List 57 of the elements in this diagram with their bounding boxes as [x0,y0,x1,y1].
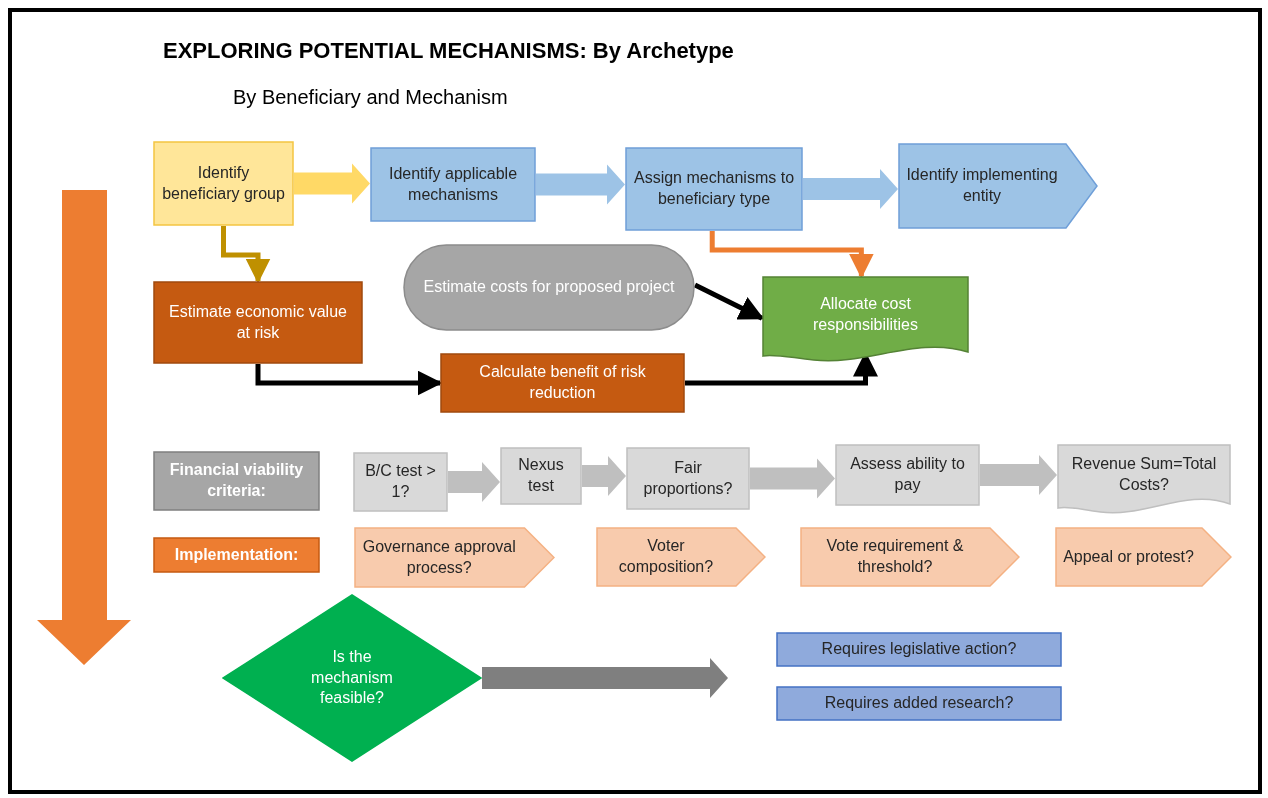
arrow [255,364,443,396]
process-box [776,632,1062,667]
node-label: Revenue Sum=Total Costs? [1070,454,1218,495]
process-box [370,147,536,222]
node-label: Assign mechanisms to beneficiary type [632,168,796,209]
node-label: Calculate benefit of risk reduction [478,362,647,403]
node-label: Identify beneficiary group [161,162,286,204]
decision-diamond [222,594,482,762]
process-box [153,537,320,573]
node-label: Implementation: [173,544,300,565]
process-arrow-shape [596,527,766,587]
node-label: Financial viability criteria: [168,460,305,501]
arrow [980,455,1057,495]
subtitle: By Beneficiary and Mechanism [233,86,508,109]
node-label: Is the mechanism feasible? [310,646,394,709]
process-arrow-shape [354,527,555,588]
node-label: Estimate economic value at risk [168,301,348,343]
diagram-title: EXPLORING POTENTIAL MECHANISMS: By Archetype [163,38,734,64]
document-shape [1057,444,1231,516]
arrow [294,163,370,204]
process-box [835,444,980,506]
process-box [353,452,448,512]
process-arrow-shape [800,527,1020,587]
node-label: Allocate cost responsibilities [812,294,919,335]
process-box [440,353,685,413]
node-label: Voter composition? [617,536,715,577]
node-label: Identify applicable mechanisms [387,163,519,205]
process-box [153,141,294,226]
node-label: Assess ability to pay [849,454,966,495]
process-box [153,451,320,511]
arrow [536,164,625,205]
arrow [693,282,765,321]
process-arrow-shape [898,143,1098,229]
node-label: Fair proportions? [642,457,734,499]
arrow [709,231,874,279]
node-label: Requires added research? [823,693,1015,714]
process-box [625,147,803,231]
node-label: B/C test > 1? [364,461,437,502]
arrow [750,458,835,499]
arrow [221,226,271,284]
node-label: Identify implementing entity [905,165,1059,206]
node-label: Governance approval process? [361,536,517,578]
node-label: Vote requirement & threshold? [825,536,965,577]
arrow [803,169,898,209]
node-label: Appeal or protest? [1062,546,1195,567]
process-box [776,686,1062,721]
document-shape [762,276,969,364]
process-arrow-shape [1055,527,1232,587]
process-box [500,447,582,505]
process-box [153,281,363,364]
node-label: Estimate costs for proposed project [422,277,676,298]
arrow [448,462,500,502]
arrow [482,658,728,698]
node-label: Requires legislative action? [820,639,1018,660]
process-box [626,447,750,510]
arrow [582,456,626,496]
node-label: Nexus test [517,455,565,496]
